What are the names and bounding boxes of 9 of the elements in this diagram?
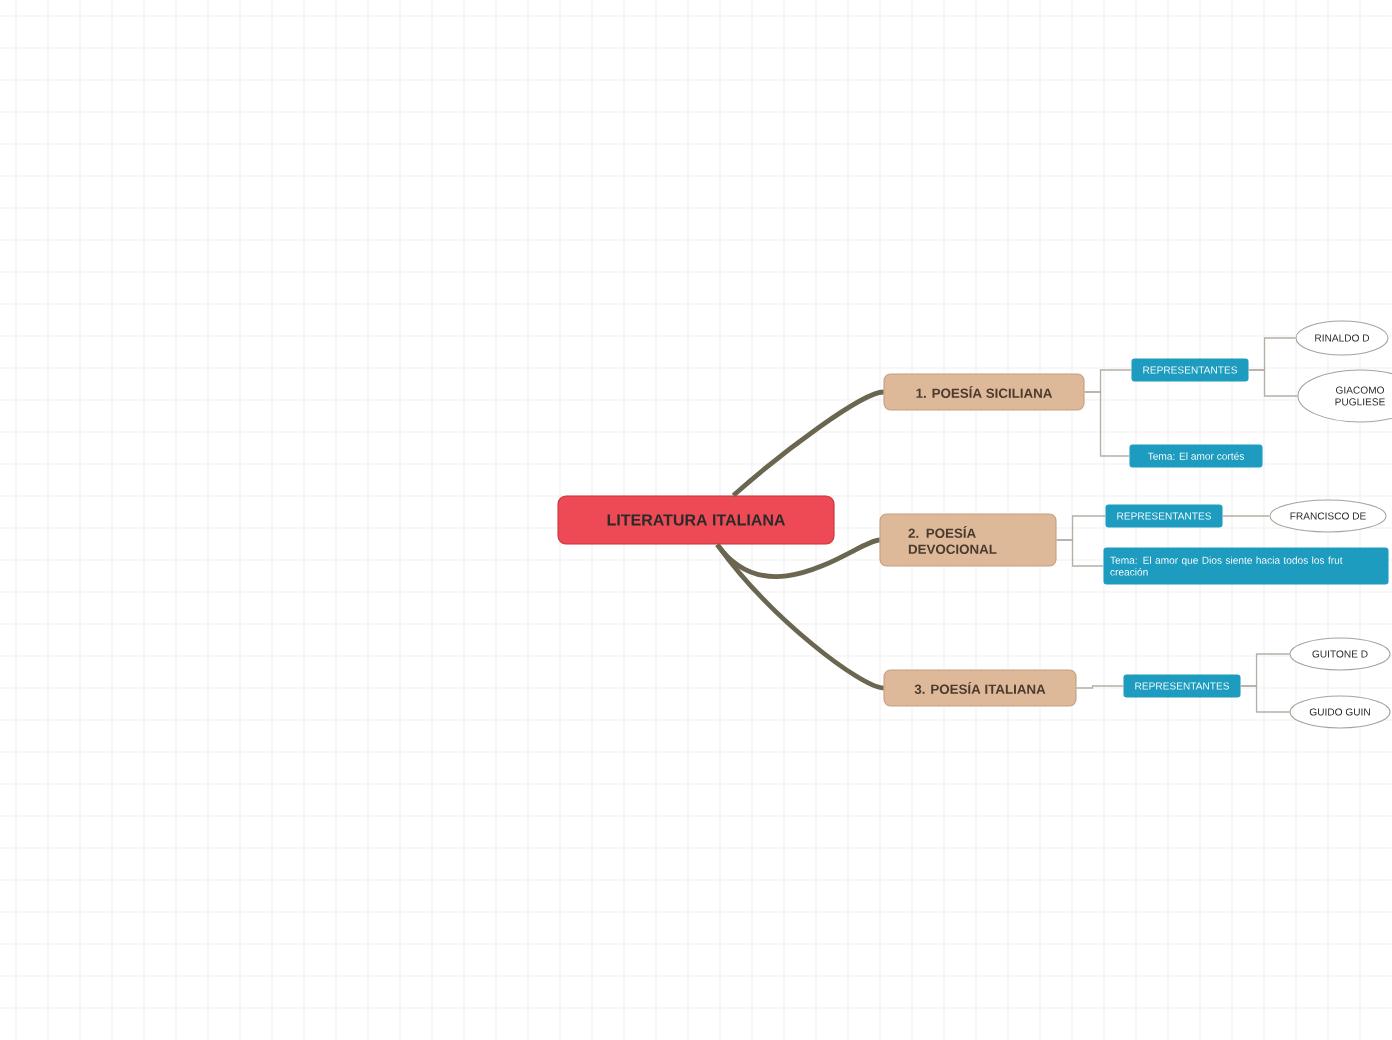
connector-line — [731, 389, 884, 498]
connector-line — [715, 543, 884, 691]
connector-line — [1083, 391, 1131, 457]
connector-line — [1075, 685, 1125, 689]
connector-line — [1239, 685, 1291, 713]
connector-line — [1247, 369, 1299, 397]
connector-line — [1055, 539, 1105, 567]
central-topic-box: LITERATURA ITALIANA — [557, 495, 835, 545]
connector-line — [1221, 515, 1271, 517]
